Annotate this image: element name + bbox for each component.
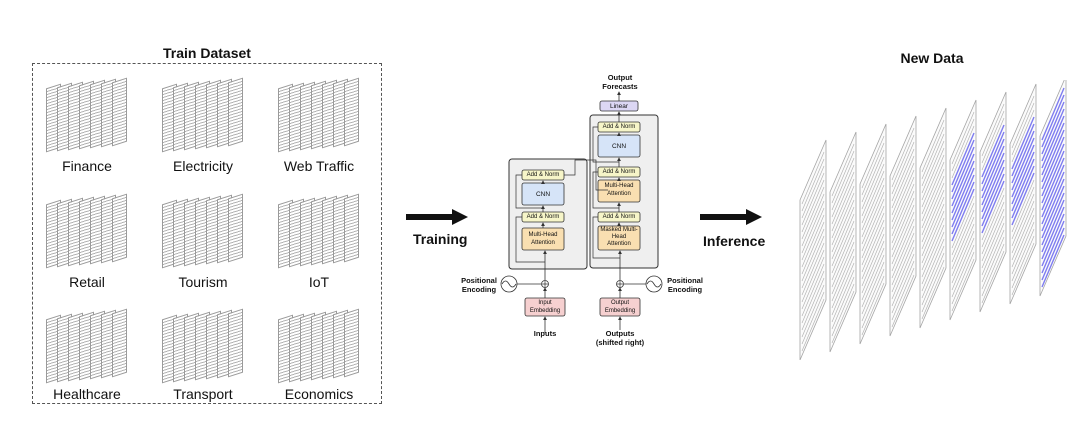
train-dataset-box [32,63,382,404]
output-forecasts-label: Output Forecasts [602,73,638,91]
decoder-add-norm-2-label: Add & Norm [602,169,636,175]
new-data-title: New Data [900,50,964,66]
new-data-stack [799,80,1067,360]
dataset-label: Web Traffic [283,158,355,174]
input-embedding-label: Input Embedding [529,300,561,314]
dataset-label: Tourism [178,274,228,290]
new-data-sheet [949,99,977,321]
dataset-label: Transport [173,386,233,402]
encoder-cnn-label: CNN [535,191,551,198]
new-data-sheet [829,131,857,353]
new-data-sheet [919,107,947,329]
dataset-label: Healthcare [53,386,121,402]
positional-encoding-left-label: Positional Encoding [461,276,497,294]
inputs-label: Inputs [533,329,557,338]
new-data-sheet [889,115,917,337]
decoder-attention-label: Multi-Head Attention [604,183,634,197]
inference-label: Inference [703,233,766,249]
dataset-label: Electricity [173,158,233,174]
training-label: Training [413,231,468,247]
sine-wave-icon-right [645,275,663,293]
train-dataset-title: Train Dataset [163,45,251,61]
new-data-sheet [799,139,827,360]
training-arrow-icon [406,209,468,225]
encoder-add-norm-bottom-label: Add & Norm [526,214,560,220]
new-data-sheet [1009,83,1037,305]
outputs-label: Outputs [605,329,635,338]
dataset-label: Retail [69,274,105,290]
new-data-sheet [859,123,887,345]
new-data-sheet [1039,80,1067,297]
dataset-label: Finance [62,158,112,174]
decoder-add-norm-3-label: Add & Norm [602,214,636,220]
decoder-add-norm-1-label: Add & Norm [602,124,636,130]
encoder-add-norm-top-label: Add & Norm [526,172,560,178]
dataset-label: IoT [308,274,330,290]
positional-encoding-right-label: Positional Encoding [667,276,703,294]
dataset-label: Economics [284,386,354,402]
decoder-cnn-label: CNN [611,143,627,150]
decoder-masked-attention-label: Masked Multi-Head Attention [600,227,638,247]
linear-label: Linear [609,103,629,110]
output-embedding-label: Output Embedding [604,300,636,314]
new-data-sheet [979,91,1007,313]
shifted-right-label: (shifted right) [595,338,645,347]
inference-arrow-icon [700,209,762,225]
encoder-attention-label: Multi-Head Attention [528,232,558,246]
sine-wave-icon-left [500,275,518,293]
